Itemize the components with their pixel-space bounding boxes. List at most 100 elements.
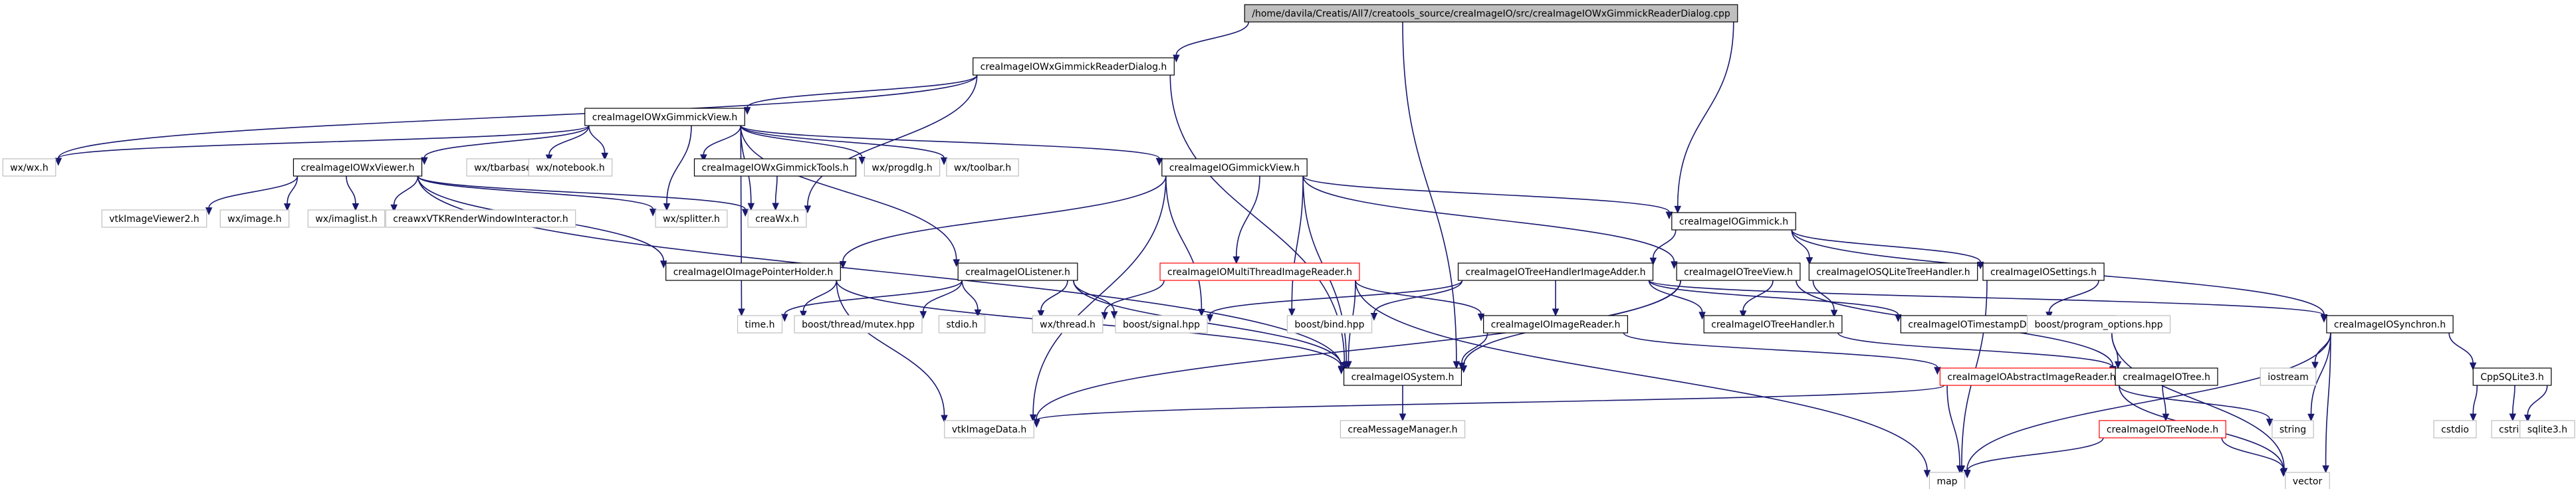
- edge-arrowhead: [659, 260, 667, 268]
- edge-arrowhead: [1206, 314, 1214, 322]
- node-box: [1115, 315, 1208, 334]
- node-synchron[interactable]: creaImageIOSynchron.h: [2326, 315, 2454, 334]
- node-settings[interactable]: creaImageIOSettings.h: [1982, 262, 2105, 281]
- node-label: stdio.h: [946, 320, 977, 330]
- node-box: [665, 262, 841, 281]
- edge-root-to-system: [1402, 21, 1461, 369]
- node-listener[interactable]: creaImageIOListener.h: [957, 262, 1078, 281]
- node-mutex: boost/thread/mutex.hpp: [794, 315, 923, 334]
- edge-listener-to-timeh: [781, 280, 963, 322]
- node-box: [293, 158, 423, 177]
- edge-line: [57, 74, 978, 159]
- edge-line: [1036, 280, 1681, 419]
- node-treeview[interactable]: creaImageIOTreeView.h: [1676, 262, 1801, 281]
- edge-arrowhead: [781, 314, 788, 322]
- node-box: [794, 315, 923, 334]
- node-wxgimmicktools[interactable]: creaImageIOWxGimmickTools.h: [693, 158, 857, 177]
- node-box: [747, 209, 807, 228]
- edge-arrowhead: [663, 203, 671, 211]
- node-label: creaImageIOWxGimmickView.h: [592, 112, 737, 123]
- node-treehandleradder[interactable]: creaImageIOTreeHandlerImageAdder.h: [1457, 262, 1654, 281]
- edge-line: [2111, 332, 2285, 468]
- node-box: [1286, 315, 1373, 334]
- edge-cppsqlite-to-sqlite3: [2523, 385, 2548, 423]
- edge-treeview-to-treehandler: [1739, 280, 1774, 319]
- node-sqlitetreehandler[interactable]: creaImageIOSQLiteTreeHandler.h: [1808, 262, 1978, 281]
- node-label: boost/thread/mutex.hpp: [802, 320, 915, 330]
- node-notebook: wx/notebook.h: [528, 158, 613, 177]
- edge-listener-to-mutex: [919, 280, 963, 319]
- node-label: wx/image.h: [227, 214, 281, 225]
- node-box: [957, 262, 1078, 281]
- edge-arrowhead: [1155, 157, 1163, 166]
- node-wxviewer[interactable]: creaImageIOWxViewer.h: [293, 158, 423, 177]
- node-box: [864, 158, 941, 177]
- node-creawx: creaWx.h: [747, 209, 807, 228]
- edge-gimmickview-to-vtkimagedata: [1029, 175, 1167, 423]
- node-gimmickview[interactable]: creaImageIOGimmickView.h: [1161, 158, 1308, 177]
- node-imaglist: wx/imaglist.h: [307, 209, 386, 228]
- node-pointerholder[interactable]: creaImageIOImagePointerHolder.h: [665, 262, 841, 281]
- node-cstdio: cstdio: [2433, 420, 2477, 439]
- node-box: [655, 209, 728, 228]
- node-label: creaImageIOTreeNode.h: [2107, 425, 2218, 435]
- node-readerdialog[interactable]: creaImageIOWxGimmickReaderDialog.h: [973, 57, 1175, 76]
- node-map: map: [1929, 472, 1966, 489]
- edge-arrowhead: [1338, 365, 1346, 374]
- edge-arrowhead: [1806, 257, 1814, 265]
- node-system[interactable]: creaImageIOSystem.h: [1343, 367, 1463, 386]
- node-progdlg: wx/progdlg.h: [864, 158, 941, 177]
- edge-line: [1175, 21, 1250, 56]
- node-cppsqlite[interactable]: CppSQLite3.h: [2472, 367, 2552, 386]
- edge-wxgimmicktools-to-creawx: [772, 175, 779, 211]
- node-label: vector: [2293, 476, 2323, 487]
- node-stdio: stdio.h: [938, 315, 986, 334]
- edge-line: [1677, 21, 1734, 207]
- edge-line: [1966, 332, 2331, 470]
- node-crearender: creawxVTKRenderWindowInteractor.h: [385, 209, 576, 228]
- node-box: [2260, 367, 2317, 386]
- edge-pointerholder-to-mutex: [800, 280, 838, 319]
- edge-root-to-gimmick: [1674, 21, 1734, 214]
- edge-arrowhead: [649, 209, 657, 217]
- edge-arrowhead: [352, 203, 360, 211]
- node-imagereader[interactable]: creaImageIOImageReader.h: [1483, 315, 1628, 334]
- node-label: creawxVTKRenderWindowInteractor.h: [393, 214, 568, 225]
- edge-arrowhead: [1453, 361, 1461, 369]
- node-box: [2519, 420, 2575, 439]
- node-box: [2272, 420, 2314, 439]
- edge-arrowhead: [1895, 314, 1902, 322]
- node-box: [1671, 212, 1796, 231]
- edge-arrowhead: [1399, 413, 1407, 422]
- edge-line: [1837, 332, 2113, 368]
- edge-line: [417, 175, 653, 209]
- edge-arrowhead: [1110, 311, 1118, 320]
- node-box: [2472, 367, 2552, 386]
- node-label: creaImageIOTreeView.h: [1684, 267, 1793, 278]
- edge-treehandleradder-to-bind: [1370, 280, 1463, 321]
- node-label: vtkImageViewer2.h: [109, 214, 199, 225]
- node-box: [219, 209, 290, 228]
- edge-treehandleradder-to-timestampdb: [1648, 280, 1902, 322]
- node-box: [1340, 420, 1466, 439]
- node-tree[interactable]: creaImageIOTree.h: [2115, 367, 2218, 386]
- edge-arrowhead: [1739, 310, 1747, 319]
- edge-arrowhead: [1923, 470, 1931, 478]
- node-box: [2115, 367, 2218, 386]
- edge-arrowhead: [858, 156, 866, 165]
- edge-wxgimmickview-to-tbarbase: [545, 125, 590, 163]
- node-multithread: creaImageIOMultiThreadImageReader.h: [1159, 262, 1360, 281]
- node-wxgimmickview[interactable]: creaImageIOWxGimmickView.h: [584, 108, 745, 126]
- edge-line: [703, 125, 742, 155]
- node-label: boost/signal.hpp: [1123, 320, 1200, 330]
- node-box: [1244, 4, 1738, 23]
- node-gimmick[interactable]: creaImageIOGimmick.h: [1671, 212, 1796, 231]
- node-splitter: wx/splitter.h: [655, 209, 728, 228]
- node-label: wx/progdlg.h: [872, 163, 932, 173]
- edge-line: [423, 125, 590, 158]
- edge-arrowhead: [2523, 415, 2531, 423]
- node-treehandler[interactable]: creaImageIOTreeHandler.h: [1703, 315, 1843, 334]
- node-box: [1939, 367, 2124, 386]
- edge-arrowhead: [2311, 361, 2319, 370]
- edge-arrowhead: [2509, 413, 2517, 422]
